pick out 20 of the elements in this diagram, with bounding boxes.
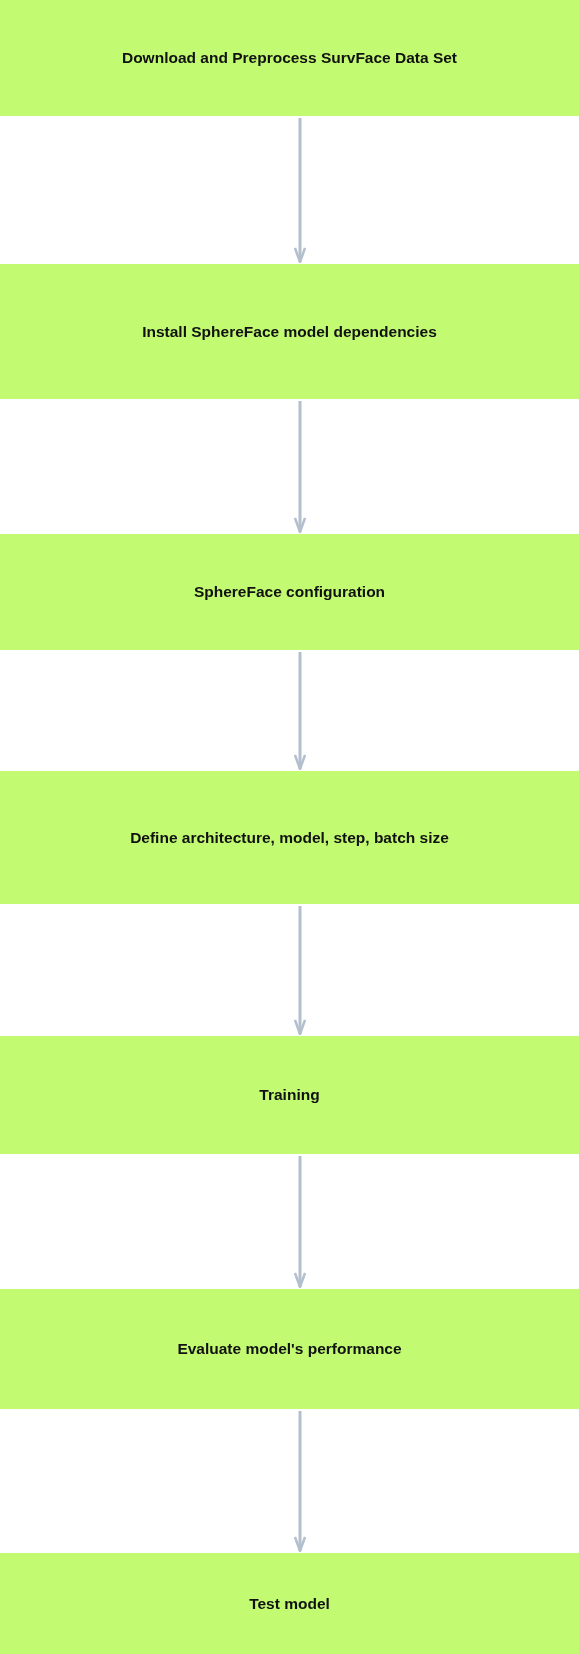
arrow: [293, 401, 307, 534]
process-box: [0, 1036, 579, 1154]
process-box: [0, 264, 579, 399]
step-label: Training: [259, 1085, 320, 1106]
arrow: [293, 118, 307, 264]
arrow: [293, 906, 307, 1036]
process-box: [0, 0, 579, 116]
arrow: [293, 1411, 307, 1553]
step-label: Download and Preprocess SurvFace Data Set: [121, 48, 458, 69]
process-box: [0, 1553, 579, 1654]
arrow: [293, 1156, 307, 1289]
process-box: [0, 771, 579, 904]
process-box: [0, 1289, 579, 1409]
process-box: [0, 534, 579, 650]
arrow: [293, 652, 307, 771]
step-label: Evaluate model's performance: [177, 1339, 402, 1360]
step-label: SphereFace configuration: [193, 582, 386, 603]
step-label: Define architecture, model, step, batch size: [130, 827, 449, 848]
step-label: Test model: [249, 1593, 330, 1614]
step-label: Install SphereFace model dependencies: [142, 321, 437, 342]
